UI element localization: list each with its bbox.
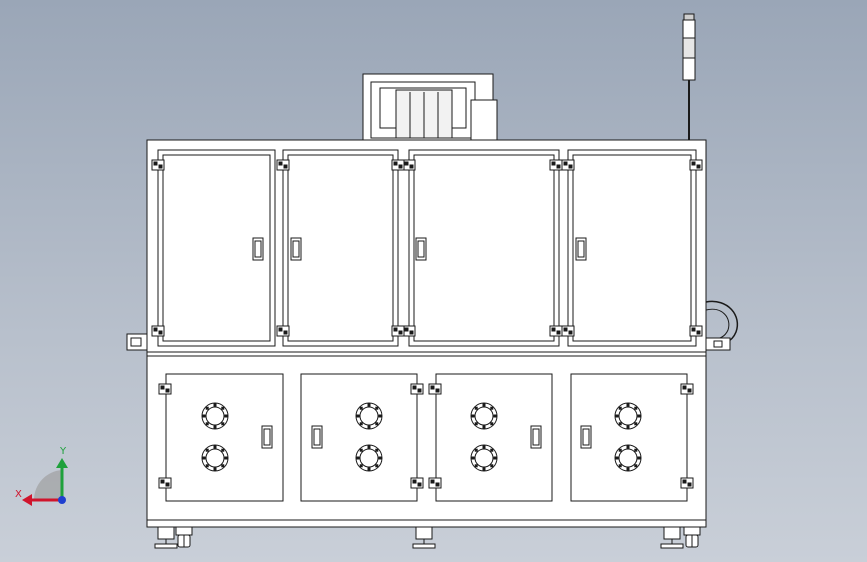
hinge-icon — [158, 383, 172, 395]
lower-doors — [158, 373, 694, 502]
door-handle-icon — [530, 425, 542, 449]
hinge-icon — [689, 325, 703, 337]
signal-tower-icon — [682, 13, 696, 140]
leveling-foot-icon — [660, 526, 684, 549]
caster-wheel-icon — [683, 526, 701, 548]
hinge-icon — [151, 159, 165, 171]
hinge-icon — [680, 383, 694, 395]
fan-icon — [470, 402, 498, 430]
foot-group-2 — [412, 526, 436, 549]
upper-door-3 — [402, 149, 560, 347]
hinge-icon — [561, 325, 575, 337]
lower-door-4 — [570, 373, 694, 502]
hinge-icon — [549, 159, 563, 171]
hinge-icon — [561, 159, 575, 171]
door-handle-icon — [311, 425, 323, 449]
lower-door-1 — [158, 373, 284, 502]
hinge-icon — [689, 159, 703, 171]
fan-icon — [614, 444, 642, 472]
hinge-icon — [151, 325, 165, 337]
upper-door-4 — [561, 149, 697, 347]
axis-triad: Y X — [15, 446, 68, 506]
hinge-icon — [276, 325, 290, 337]
hinge-icon — [549, 325, 563, 337]
side-hose-right — [705, 300, 739, 351]
casters-and-feet — [154, 526, 701, 549]
machine-front-view — [126, 13, 739, 549]
foot-group-1 — [154, 526, 193, 549]
upper-doors — [151, 149, 703, 347]
top-inspection-unit — [362, 73, 498, 141]
door-handle-icon — [415, 237, 427, 261]
axis-label-y: Y — [59, 446, 67, 457]
hinge-icon — [428, 383, 442, 395]
hinge-icon — [428, 477, 442, 489]
hinge-icon — [402, 159, 416, 171]
leveling-foot-icon — [154, 526, 178, 549]
fan-icon — [470, 444, 498, 472]
hinge-icon — [158, 477, 172, 489]
fan-icon — [614, 402, 642, 430]
upper-door-2 — [276, 149, 399, 347]
hinge-icon — [680, 477, 694, 489]
upper-door-1 — [151, 149, 276, 347]
axis-label-x: X — [15, 489, 22, 500]
hinge-icon — [276, 159, 290, 171]
leveling-foot-icon — [412, 526, 436, 549]
fan-icon — [355, 402, 383, 430]
caster-wheel-icon — [175, 526, 193, 548]
hinge-icon — [391, 325, 405, 337]
hinge-icon — [410, 477, 424, 489]
side-fitting-left — [126, 333, 148, 351]
lower-door-3 — [428, 373, 553, 502]
fan-icon — [355, 444, 383, 472]
door-handle-icon — [580, 425, 592, 449]
door-handle-icon — [252, 237, 264, 261]
door-handle-icon — [261, 425, 273, 449]
hinge-icon — [402, 325, 416, 337]
foot-group-3 — [660, 526, 701, 549]
door-handle-icon — [575, 237, 587, 261]
hinge-icon — [391, 159, 405, 171]
hinge-icon — [410, 383, 424, 395]
door-handle-icon — [290, 237, 302, 261]
fan-icon — [201, 402, 229, 430]
fan-icon — [201, 444, 229, 472]
lower-door-2 — [300, 373, 424, 502]
